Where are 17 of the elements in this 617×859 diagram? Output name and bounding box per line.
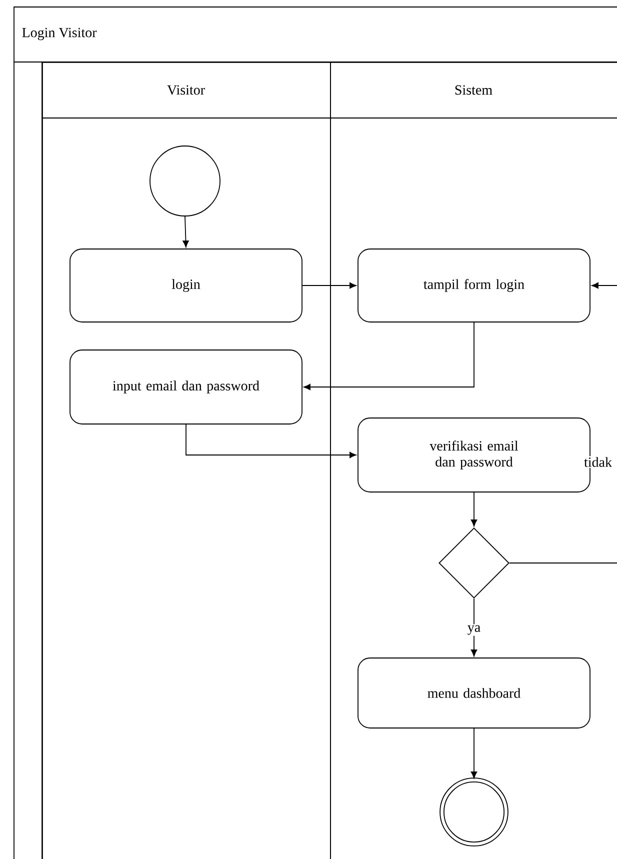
- arrow: [186, 424, 356, 458]
- action-box: menu dashboard: [358, 658, 590, 728]
- action-box: login: [70, 248, 302, 322]
- action-box: tampil form login: [358, 248, 590, 322]
- final-node: [440, 778, 508, 846]
- arrow: [509, 282, 617, 564]
- arrow: [470, 598, 478, 656]
- edge-label: ya: [466, 624, 482, 636]
- arrow: [182, 216, 189, 248]
- action-box: input email dan password: [70, 350, 302, 424]
- edge-label: tidak: [583, 456, 613, 468]
- initial-node: [150, 146, 220, 216]
- arrow: [304, 322, 474, 390]
- decision-diamond: [438, 528, 510, 598]
- arrow: [470, 728, 478, 778]
- arrow: [470, 492, 478, 526]
- arrow: [302, 282, 356, 289]
